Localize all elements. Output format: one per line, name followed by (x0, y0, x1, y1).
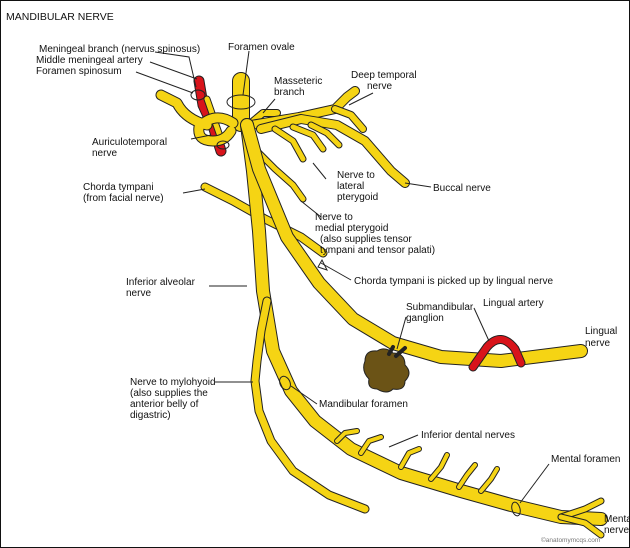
submandibular-ganglion (364, 347, 409, 392)
dental-branch-4 (431, 455, 447, 479)
dental-branch-3 (401, 449, 419, 467)
dental-branch-2 (361, 437, 381, 453)
label-lateral-pterygoid: Nerve to (337, 170, 375, 181)
label-chorda-tympani: Chorda tympani (83, 182, 154, 193)
label-inferior-alveolar-2: nerve (126, 288, 151, 299)
label-mylohyoid: Nerve to mylohyoid (130, 377, 216, 388)
dental-branch-5 (459, 465, 475, 487)
label-mental-nerve: Mental (604, 514, 629, 525)
label-chorda-tympani-2: (from facial nerve) (83, 193, 164, 204)
label-lateral-pterygoid-2: lateral (337, 181, 364, 192)
label-lateral-pterygoid-3: pterygoid (337, 192, 378, 203)
label-mental-foramen: Mental foramen (551, 454, 620, 465)
label-submandibular-ganglion-2: ganglion (406, 313, 444, 324)
label-mental-nerve-2: nerve (604, 525, 629, 536)
label-deep-temporal: Deep temporal (351, 70, 417, 81)
lingual-nerve (247, 125, 581, 361)
label-inferior-alveolar: Inferior alveolar (126, 277, 196, 288)
diagram-title: MANDIBULAR NERVE (6, 11, 114, 23)
lateral-pterygoid-nerve-1 (275, 129, 303, 159)
label-foramen-spinosum: Foramen spinosum (36, 66, 122, 77)
label-lingual-artery: Lingual artery (483, 298, 544, 309)
label-medial-pterygoid-2: medial pterygoid (315, 223, 388, 234)
label-deep-temporal-2: nerve (367, 81, 392, 92)
label-medial-pterygoid-3: (also supplies tensor (320, 234, 412, 245)
label-lingual-nerve-2: nerve (585, 338, 610, 349)
label-buccal-nerve: Buccal nerve (433, 183, 491, 194)
label-mandibular-foramen: Mandibular foramen (319, 399, 408, 410)
label-auriculotemporal: Auriculotemporal (92, 137, 167, 148)
label-inferior-dental-nerves: Inferior dental nerves (421, 430, 515, 441)
label-medial-pterygoid: Nerve to (315, 212, 353, 223)
label-meningeal-branch: Meningeal branch (nervus spinosus) (39, 44, 200, 55)
label-mylohyoid-4: digastric) (130, 410, 171, 421)
label-submandibular-ganglion: Submandibular (406, 302, 474, 313)
label-mylohyoid-2: (also supplies the (130, 388, 208, 399)
watermark: ©anatomymcqs.com (541, 536, 600, 544)
label-masseteric-2: branch (274, 87, 305, 98)
label-lingual-nerve: Lingual (585, 326, 617, 337)
label-foramen-ovale: Foramen ovale (228, 42, 295, 53)
label-middle-meningeal-artery: Middle meningeal artery (36, 55, 143, 66)
label-auriculotemporal-2: nerve (92, 148, 117, 159)
label-mylohyoid-3: anterior belly of (130, 399, 199, 410)
label-medial-pterygoid-4: tympani and tensor palati) (320, 245, 435, 256)
dental-branch-6 (481, 469, 497, 491)
label-chorda-note: Chorda tympani is picked up by lingual n… (354, 276, 553, 287)
label-masseteric: Masseteric (274, 76, 322, 87)
